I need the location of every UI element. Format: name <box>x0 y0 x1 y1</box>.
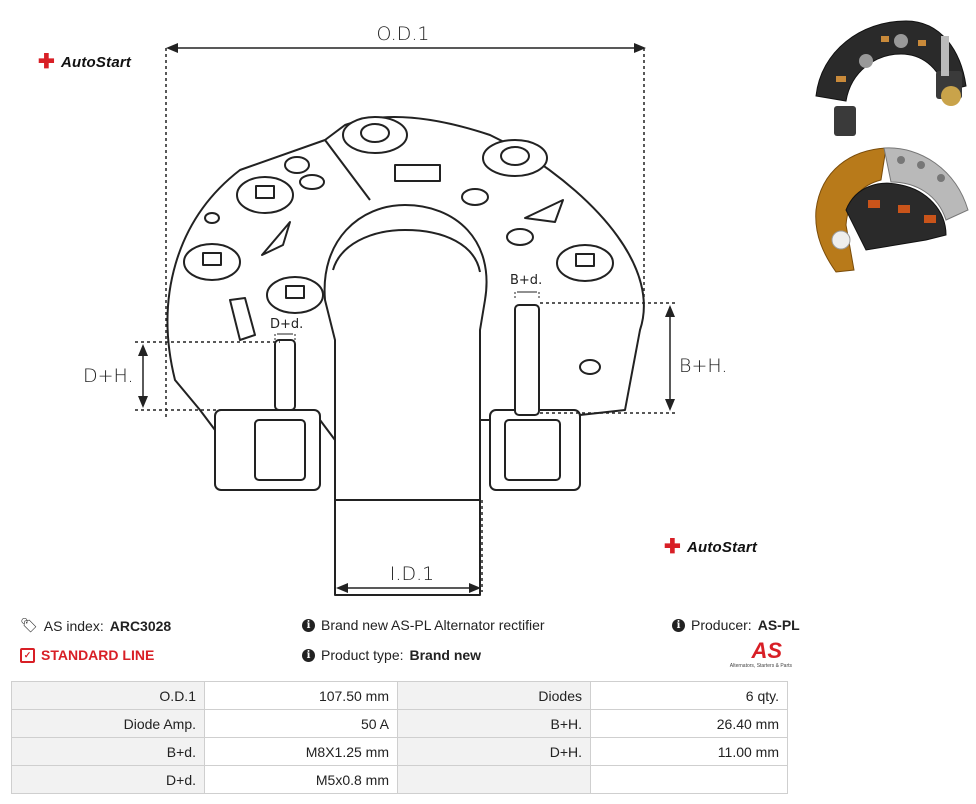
spec-value: 50 A <box>204 709 398 738</box>
producer-value: AS-PL <box>757 617 800 633</box>
id-dimension <box>334 500 483 593</box>
as-index: 🏷 AS index: ARC3028 <box>20 617 171 634</box>
id-label: I.D.1 <box>390 563 434 585</box>
product-photo-bottom <box>815 147 969 273</box>
spec-value: M5x0.8 mm <box>204 765 398 794</box>
table-row: D+d. M5x0.8 mm <box>11 765 788 794</box>
bd-label: B+d. <box>510 273 542 288</box>
rectifier-outline <box>166 116 645 596</box>
table-row: O.D.1 107.50 mm Diodes 6 qty. <box>11 681 788 710</box>
product-type: i Product type: Brand new <box>302 647 481 663</box>
tag-icon: 🏷 <box>20 617 38 633</box>
info-icon: i <box>672 618 685 632</box>
product-type-value: Brand new <box>409 647 482 663</box>
bh-dimension <box>540 302 678 414</box>
spec-value <box>590 765 788 794</box>
spec-label: O.D.1 <box>11 681 205 710</box>
as-pl-logo: AS Alternators, Starters & Parts <box>716 640 792 672</box>
dd-dimension <box>274 333 296 340</box>
brand-name: AutoStart <box>686 538 758 556</box>
od-dimension <box>165 43 646 420</box>
spec-table: O.D.1 107.50 mm Diodes 6 qty. Diode Amp.… <box>11 681 788 794</box>
spec-label <box>397 765 591 794</box>
spec-label: Diodes <box>397 681 591 710</box>
autostart-logo-bottom: ✚ AutoStart <box>664 537 757 557</box>
as-pl-logo-tagline: Alternators, Starters & Parts <box>729 663 792 669</box>
autostart-logo: ✚ AutoStart <box>38 52 131 72</box>
technical-drawing: O.D.1 <box>83 23 727 596</box>
description-text: Brand new AS-PL Alternator rectifier <box>321 617 545 633</box>
spec-value: 11.00 mm <box>590 737 788 766</box>
spec-value: 6 qty. <box>590 681 788 710</box>
dh-dimension <box>135 341 280 411</box>
description: i Brand new AS-PL Alternator rectifier <box>302 617 545 633</box>
spec-label: B+H. <box>397 709 591 738</box>
spec-value: 107.50 mm <box>204 681 398 710</box>
spec-value: M8X1.25 mm <box>204 737 398 766</box>
table-row: Diode Amp. 50 A B+H. 26.40 mm <box>11 709 788 738</box>
spec-value: 26.40 mm <box>590 709 788 738</box>
bd-dimension <box>514 291 540 300</box>
table-row: B+d. M8X1.25 mm D+H. 11.00 mm <box>11 737 788 766</box>
standard-line-label: STANDARD LINE <box>41 647 155 663</box>
standard-line-badge: ✓ STANDARD LINE <box>20 647 154 663</box>
producer-label: Producer: <box>691 617 752 633</box>
as-index-value: ARC3028 <box>109 617 172 634</box>
spec-label: D+H. <box>397 737 591 766</box>
spec-label: B+d. <box>11 737 205 766</box>
info-icon: i <box>302 618 315 632</box>
product-type-label: Product type: <box>321 647 404 663</box>
check-square-icon: ✓ <box>20 647 35 663</box>
brand-name: AutoStart <box>60 53 132 71</box>
spec-label: Diode Amp. <box>11 709 205 738</box>
producer: i Producer: AS-PL <box>672 617 800 633</box>
dd-label: D+d. <box>270 317 303 332</box>
bh-label: B+H. <box>679 355 727 377</box>
autostart-logo-icon: ✚ <box>38 51 55 73</box>
dh-label: D+H. <box>83 365 134 387</box>
product-photo-top <box>815 20 967 136</box>
autostart-logo-icon: ✚ <box>664 536 681 558</box>
od-label: O.D.1 <box>377 23 430 45</box>
info-icon: i <box>302 648 315 662</box>
as-index-label: AS index: <box>43 617 104 634</box>
as-pl-logo-text: AS <box>751 638 782 663</box>
spec-label: D+d. <box>11 765 205 794</box>
